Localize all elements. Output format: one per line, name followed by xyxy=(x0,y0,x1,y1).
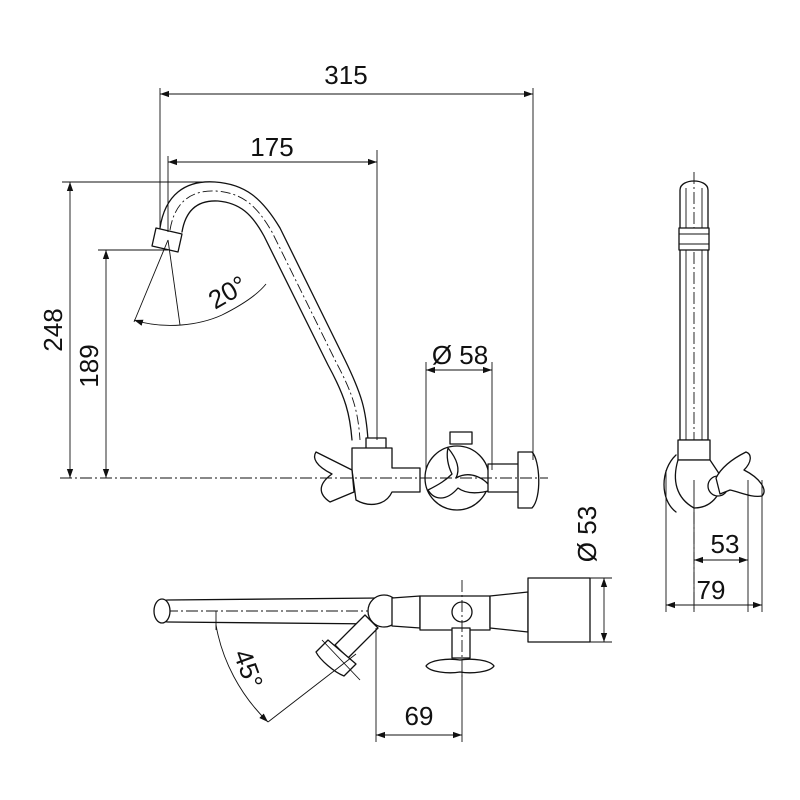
dim-spout-height: 189 xyxy=(74,344,104,387)
front-dimensions: 315 175 248 189 20° Ø 58 xyxy=(38,60,534,478)
side-view: 53 79 xyxy=(663,172,765,612)
front-view xyxy=(60,181,548,511)
dim-swivel-angle: 45° xyxy=(228,645,270,692)
top-view: 45° 69 Ø 53 xyxy=(153,506,612,742)
dim-overall-width: 315 xyxy=(324,60,367,90)
dim-spout-reach: 175 xyxy=(250,132,293,162)
dim-side-depth-inner: 53 xyxy=(711,529,740,559)
dim-axis-offset: 69 xyxy=(405,701,434,731)
dim-total-height: 248 xyxy=(38,308,68,351)
dim-body-diameter: Ø 53 xyxy=(572,506,602,562)
dim-side-depth-outer: 79 xyxy=(697,575,726,605)
dim-handle-diameter: Ø 58 xyxy=(432,340,488,370)
dim-spout-angle: 20° xyxy=(203,269,252,315)
